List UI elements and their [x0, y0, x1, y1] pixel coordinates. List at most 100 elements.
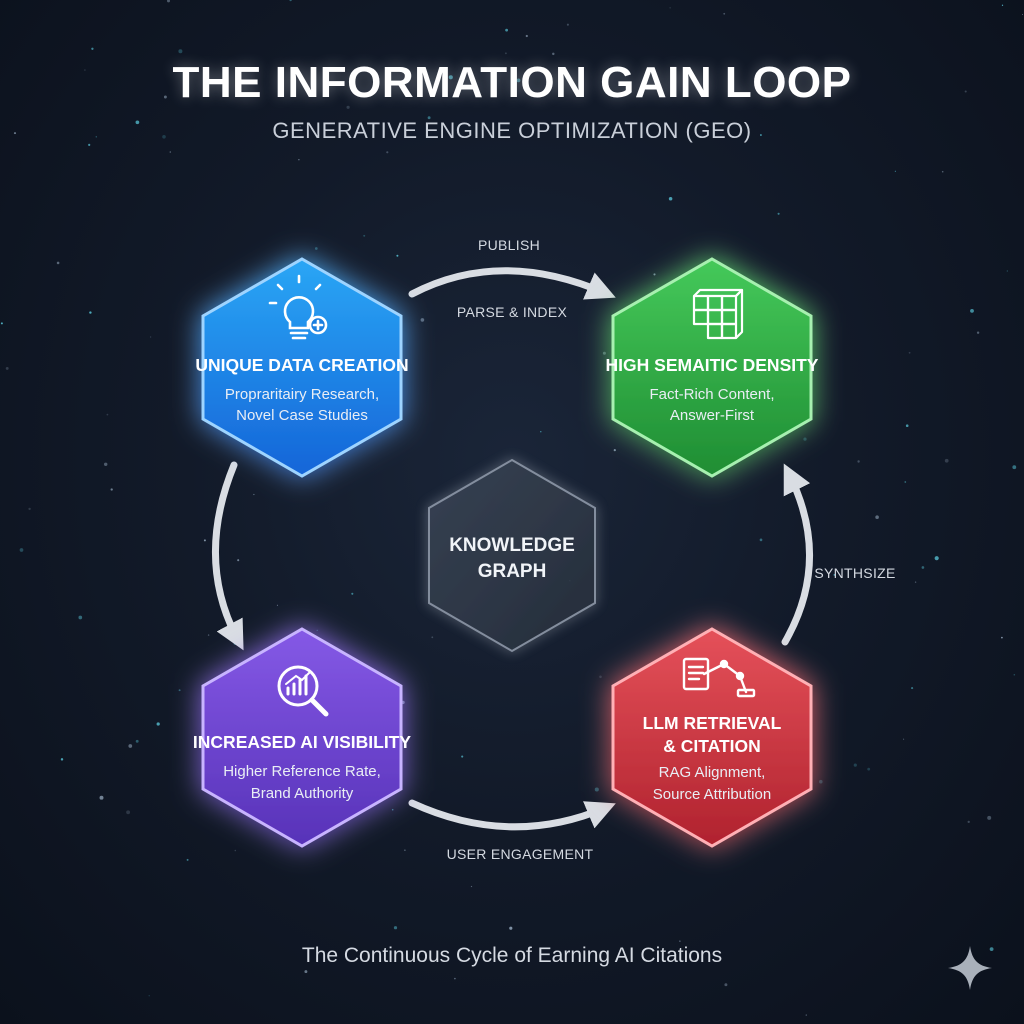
flow-label-user-engagement: USER ENGAGEMENT — [447, 846, 594, 862]
star — [316, 629, 318, 631]
star — [396, 254, 399, 257]
star — [89, 311, 92, 314]
star — [669, 7, 671, 9]
star — [276, 604, 278, 606]
llm-retrieval-node: LLM RETRIEVAL & CITATION RAG Alignment, … — [611, 627, 813, 848]
star — [908, 351, 911, 354]
footer-caption: The Continuous Cycle of Earning AI Citat… — [301, 944, 723, 967]
star — [599, 675, 602, 679]
star — [470, 885, 473, 888]
star — [833, 573, 836, 576]
star — [103, 462, 108, 467]
star — [759, 538, 763, 542]
star — [60, 758, 64, 761]
star — [363, 234, 366, 237]
semantic-density-desc-1: Fact-Rich Content, — [649, 386, 774, 403]
ai-visibility-title: INCREASED AI VISIBILITY — [193, 732, 411, 752]
lightbulb-plus-icon — [268, 274, 328, 340]
star — [566, 23, 569, 26]
star — [84, 69, 86, 71]
star — [237, 559, 240, 562]
star — [934, 556, 939, 561]
star — [431, 636, 434, 639]
star — [724, 983, 728, 987]
star — [505, 28, 508, 32]
star — [95, 136, 97, 138]
knowledge-graph-title-1: KNOWLEDGE — [449, 535, 575, 556]
star — [19, 548, 24, 552]
semantic-density-desc-2: Answer-First — [670, 407, 755, 424]
star — [723, 12, 726, 15]
star — [393, 926, 398, 930]
star — [1001, 4, 1004, 6]
star — [298, 158, 300, 161]
ai-visibility-node: INCREASED AI VISIBILITY Higher Reference… — [193, 627, 411, 848]
star — [304, 970, 308, 974]
star — [162, 134, 166, 139]
star — [156, 722, 160, 726]
star — [234, 849, 237, 852]
page-subtitle: GENERATIVE ENGINE OPTIMIZATION (GEO) — [272, 118, 752, 143]
star — [516, 78, 521, 83]
star — [128, 744, 133, 748]
star — [106, 413, 109, 416]
star — [1021, 13, 1024, 16]
star — [167, 0, 170, 3]
star — [624, 121, 627, 123]
star — [905, 424, 909, 428]
star — [91, 47, 94, 50]
page-title: THE INFORMATION GAIN LOOP — [172, 58, 852, 107]
llm-retrieval-title-2: & CITATION — [663, 736, 761, 756]
star — [346, 105, 350, 109]
star — [135, 120, 140, 125]
star — [594, 787, 599, 792]
star — [351, 592, 354, 595]
star — [525, 34, 528, 38]
star — [299, 125, 301, 128]
cubes-icon — [692, 288, 744, 340]
star — [987, 815, 992, 820]
star — [853, 763, 857, 767]
llm-retrieval-desc-1: RAG Alignment, — [659, 764, 766, 781]
star — [759, 134, 762, 136]
star — [653, 273, 656, 276]
star — [867, 767, 871, 771]
star — [894, 170, 896, 172]
star — [904, 481, 907, 483]
unique-data-creation-node: UNIQUE DATA CREATION Propraritairy Resea… — [195, 257, 409, 478]
star — [602, 351, 606, 355]
star — [613, 449, 616, 452]
star — [692, 950, 694, 953]
star — [149, 336, 152, 338]
star — [5, 366, 9, 370]
star — [509, 926, 513, 930]
ai-visibility-desc-2: Brand Authority — [251, 785, 354, 802]
arrow-top — [408, 267, 616, 300]
magnifier-chart-icon — [277, 665, 329, 717]
star — [88, 143, 91, 146]
flow-label-parse-index: PARSE & INDEX — [457, 304, 568, 320]
star — [1006, 270, 1008, 272]
star — [387, 91, 391, 94]
star — [941, 170, 944, 173]
knowledge-graph-node: KNOWLEDGE GRAPH — [428, 458, 596, 653]
star — [56, 261, 60, 265]
unique-data-desc-1: Propraritairy Research, — [225, 386, 379, 403]
star — [203, 539, 206, 542]
semantic-density-node: HIGH SEMAITIC DENSITY Fact-Rich Content,… — [606, 257, 819, 478]
star — [976, 331, 980, 334]
flow-label-publish: PUBLISH — [478, 237, 540, 253]
star — [911, 687, 914, 690]
llm-retrieval-title-1: LLM RETRIEVAL — [643, 713, 782, 733]
star — [857, 460, 860, 463]
star — [391, 808, 394, 811]
star — [178, 49, 183, 54]
flow-arrows — [212, 267, 813, 831]
star — [126, 810, 131, 815]
llm-retrieval-desc-2: Source Attribution — [653, 786, 771, 803]
star — [967, 820, 970, 824]
star — [135, 739, 139, 743]
star — [0, 322, 3, 325]
star — [819, 779, 823, 784]
